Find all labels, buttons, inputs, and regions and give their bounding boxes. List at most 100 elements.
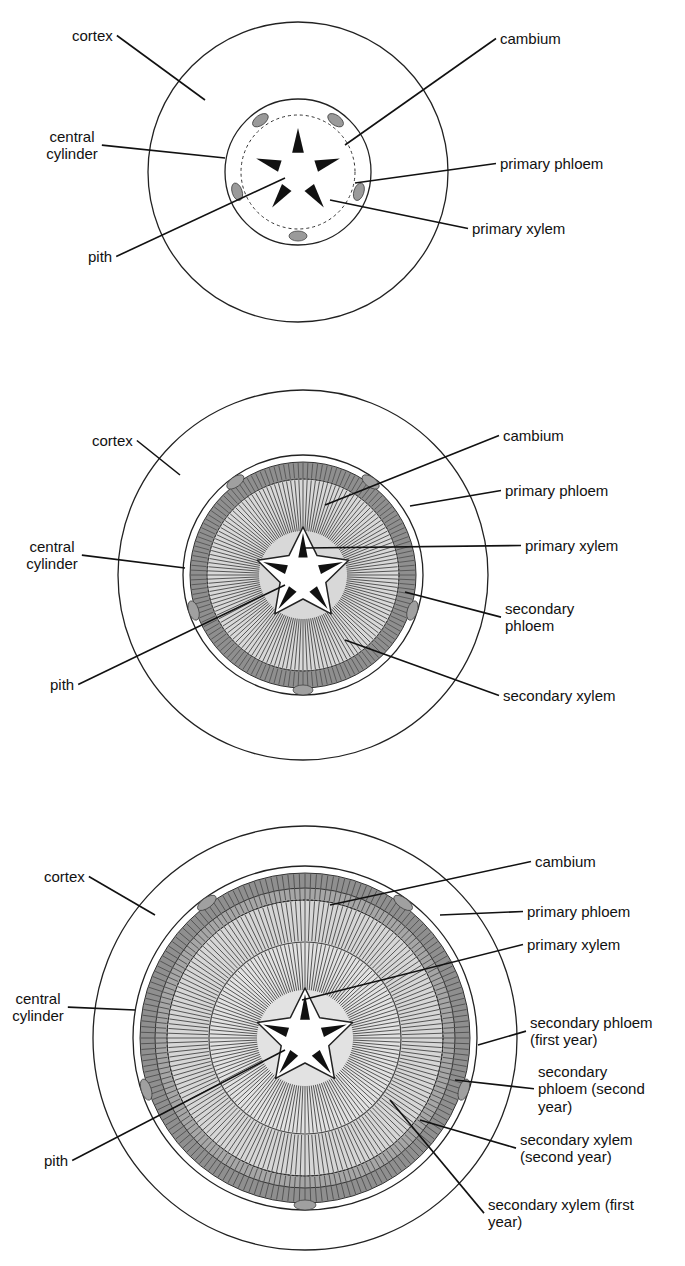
radial-stroke bbox=[353, 1034, 400, 1036]
radial-stroke bbox=[365, 1114, 390, 1146]
radial-stroke bbox=[236, 508, 272, 544]
radial-stroke bbox=[318, 1134, 324, 1174]
primary-xylem-strand bbox=[272, 184, 291, 208]
radial-stroke bbox=[299, 619, 301, 670]
radial-stroke bbox=[324, 466, 327, 481]
radial-stroke bbox=[194, 551, 209, 554]
radial-stroke bbox=[398, 551, 413, 554]
radial-stroke bbox=[312, 901, 315, 941]
radial-stroke bbox=[381, 1098, 413, 1123]
radial-stroke bbox=[402, 1041, 442, 1042]
radial-stroke bbox=[271, 1174, 276, 1198]
radial-stroke bbox=[186, 970, 221, 990]
radial-stroke bbox=[383, 1153, 397, 1174]
radial-stroke bbox=[191, 575, 206, 576]
radial-stroke bbox=[347, 571, 398, 573]
radial-stroke bbox=[254, 1128, 269, 1165]
radial-stroke bbox=[332, 468, 337, 482]
xylem-rays-first bbox=[210, 943, 400, 1133]
radial-stroke bbox=[379, 1156, 392, 1177]
radial-stroke bbox=[179, 1127, 198, 1143]
part-label: secondary xylem (first year) bbox=[488, 1196, 648, 1231]
radial-stroke bbox=[271, 878, 276, 902]
radial-stroke bbox=[351, 1124, 370, 1159]
radial-stroke bbox=[295, 619, 299, 670]
radial-stroke bbox=[200, 1100, 231, 1126]
radial-stroke bbox=[245, 915, 263, 951]
radial-stroke bbox=[213, 1013, 258, 1025]
radial-stroke bbox=[195, 1141, 212, 1160]
radial-stroke bbox=[357, 1167, 366, 1190]
radial-stroke bbox=[399, 556, 414, 559]
radial-stroke bbox=[322, 903, 329, 942]
radial-stroke bbox=[178, 987, 215, 1002]
radial-stroke bbox=[307, 480, 311, 531]
radial-stroke bbox=[143, 1015, 168, 1018]
radial-stroke bbox=[168, 1028, 208, 1031]
radial-stroke bbox=[294, 1177, 296, 1202]
leader-line bbox=[82, 555, 185, 568]
radial-stroke bbox=[324, 876, 327, 901]
radial-stroke bbox=[251, 960, 278, 999]
cambium-ring bbox=[167, 900, 443, 1176]
radial-stroke bbox=[346, 550, 395, 563]
radial-stroke bbox=[291, 1134, 295, 1174]
radial-stroke bbox=[204, 1148, 219, 1168]
radial-stroke bbox=[440, 1072, 464, 1078]
radial-stroke bbox=[328, 1132, 338, 1171]
radial-stroke bbox=[346, 585, 396, 596]
radial-stroke bbox=[300, 1135, 301, 1175]
radial-stroke bbox=[142, 1021, 167, 1024]
radial-stroke bbox=[200, 532, 214, 538]
central-cylinder-outline bbox=[183, 455, 423, 695]
radial-stroke bbox=[362, 1165, 372, 1188]
radial-stroke bbox=[145, 1004, 169, 1009]
radial-stroke bbox=[169, 1024, 209, 1028]
radial-stroke bbox=[191, 583, 206, 584]
radial-stroke bbox=[344, 913, 360, 950]
radial-stroke bbox=[322, 615, 344, 661]
radial-stroke bbox=[191, 961, 224, 983]
central-cylinder-outline bbox=[133, 866, 477, 1210]
radial-stroke bbox=[213, 1153, 227, 1174]
primary-xylem-strand bbox=[279, 1050, 298, 1074]
radial-stroke bbox=[299, 1177, 301, 1202]
leader-line bbox=[330, 862, 531, 906]
radial-stroke bbox=[411, 933, 430, 949]
secondary-xylem-second-year bbox=[167, 900, 443, 1176]
radial-stroke bbox=[166, 1112, 187, 1125]
radial-stroke bbox=[210, 554, 260, 565]
radial-stroke bbox=[327, 1081, 349, 1123]
radial-stroke bbox=[377, 503, 388, 513]
radial-stroke bbox=[265, 470, 270, 484]
secondary-xylem-first-year bbox=[209, 942, 401, 1134]
radial-stroke bbox=[301, 943, 303, 990]
radial-stroke bbox=[195, 600, 209, 604]
radial-stroke bbox=[383, 902, 397, 923]
radial-stroke bbox=[305, 943, 306, 990]
radial-stroke bbox=[153, 977, 176, 986]
radial-stroke bbox=[249, 913, 265, 950]
radial-stroke bbox=[402, 1138, 419, 1156]
radial-stroke bbox=[282, 876, 285, 901]
radial-stroke bbox=[153, 1090, 176, 1099]
radial-stroke bbox=[443, 1015, 468, 1018]
radial-stroke bbox=[362, 1116, 386, 1148]
radial-stroke bbox=[277, 1133, 285, 1172]
part-label: cambium bbox=[503, 427, 564, 444]
primary-phloem-patch bbox=[360, 472, 382, 492]
radial-stroke bbox=[203, 946, 233, 973]
radial-stroke bbox=[288, 671, 290, 686]
part-label: secondary xylem (second year) bbox=[520, 1131, 680, 1166]
radial-stroke bbox=[210, 1034, 257, 1036]
radial-stroke bbox=[430, 1099, 452, 1110]
part-label: primary phloem bbox=[527, 903, 630, 920]
part-label: cortex bbox=[44, 868, 85, 885]
radial-stroke bbox=[265, 666, 270, 680]
radial-stroke bbox=[362, 888, 372, 911]
radial-stroke bbox=[223, 1158, 236, 1180]
radial-stroke bbox=[441, 1004, 465, 1009]
radial-stroke bbox=[340, 665, 346, 679]
radial-stroke bbox=[166, 951, 187, 964]
